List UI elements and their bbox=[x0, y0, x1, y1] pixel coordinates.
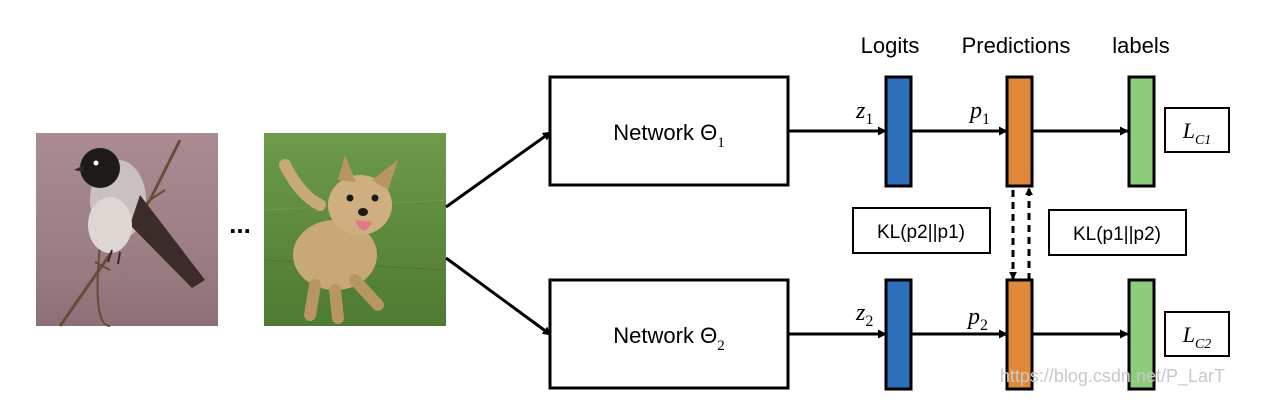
svg-text:p2: p2 bbox=[966, 304, 988, 334]
watermark: https://blog.csdn.net/P_LarT bbox=[1000, 366, 1225, 387]
logits-header: Logits bbox=[861, 33, 920, 58]
p2-symbol: p bbox=[966, 304, 980, 330]
z1-subscript: 1 bbox=[865, 111, 873, 128]
network-2-label: Network Θ bbox=[613, 323, 717, 348]
svg-text:z2: z2 bbox=[855, 300, 873, 330]
labels-header: labels bbox=[1112, 33, 1169, 58]
svg-text:Network Θ2: Network Θ2 bbox=[613, 323, 724, 354]
predictions-header: Predictions bbox=[962, 33, 1071, 58]
pred-2-bar bbox=[1005, 278, 1034, 391]
p1-subscript: 1 bbox=[982, 111, 990, 128]
input-arrow-top bbox=[445, 130, 552, 209]
logits-2-bar bbox=[884, 278, 913, 391]
z2-symbol: z bbox=[855, 300, 866, 326]
network-1-subscript: 1 bbox=[717, 135, 725, 151]
kl-right-label: KL(p1||p2) bbox=[1073, 224, 1161, 245]
logits-1-bar bbox=[884, 75, 913, 188]
kl-left-box: KL(p2||p1) bbox=[852, 207, 991, 254]
p1-symbol: p bbox=[968, 98, 982, 124]
z1-symbol: z bbox=[855, 98, 866, 124]
svg-text:Network Θ1: Network Θ1 bbox=[613, 120, 724, 151]
network-1-box: Network Θ1 bbox=[548, 75, 790, 187]
dog-image bbox=[263, 133, 447, 326]
label-1-bar bbox=[1127, 75, 1156, 188]
loss-1-symbol: L bbox=[1182, 118, 1195, 143]
network-1-label: Network Θ bbox=[613, 120, 717, 145]
kl-left-label: KL(p2||p1) bbox=[877, 222, 965, 243]
ellipsis: ... bbox=[229, 209, 251, 239]
bird-image bbox=[36, 133, 218, 327]
loss-2-subscript: C2 bbox=[1195, 337, 1211, 352]
network-2-box: Network Θ2 bbox=[548, 278, 790, 390]
loss-2-box: LC2 bbox=[1164, 311, 1230, 357]
network-2-subscript: 2 bbox=[717, 338, 725, 354]
z2-subscript: 2 bbox=[865, 313, 873, 330]
svg-text:LC1: LC1 bbox=[1182, 118, 1212, 148]
svg-text:p1: p1 bbox=[968, 98, 990, 128]
input-arrow-bottom bbox=[445, 256, 552, 337]
loss-1-box: LC1 bbox=[1164, 107, 1230, 153]
p2-subscript: 2 bbox=[980, 317, 988, 334]
loss-2-symbol: L bbox=[1182, 322, 1195, 347]
pred-1-bar bbox=[1005, 75, 1034, 188]
svg-text:LC2: LC2 bbox=[1182, 322, 1212, 352]
label-2-bar bbox=[1127, 278, 1156, 391]
loss-1-subscript: C1 bbox=[1195, 133, 1211, 148]
svg-text:z1: z1 bbox=[855, 98, 873, 128]
kl-right-box: KL(p1||p2) bbox=[1048, 209, 1187, 256]
